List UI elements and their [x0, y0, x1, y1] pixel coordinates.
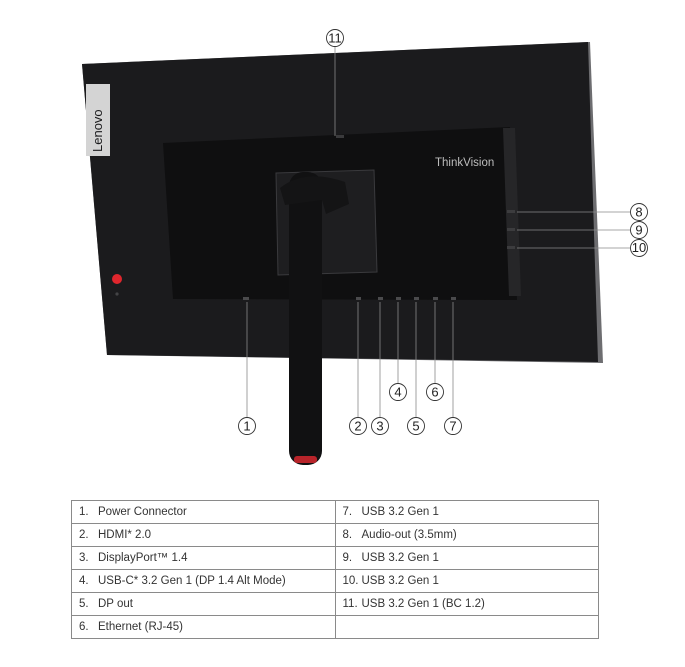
- monitor-rear-diagram: Lenovo ThinkVision: [82, 29, 648, 465]
- port-legend-table: 1.Power Connector 7.USB 3.2 Gen 1 2.HDMI…: [71, 500, 599, 639]
- port-cell-8: 8.Audio-out (3.5mm): [334, 523, 599, 547]
- callout-numbers: 11 1 2 3 4 5 6 7 8 9 10: [243, 31, 646, 434]
- port-label: USB 3.2 Gen 1: [361, 575, 439, 587]
- port-label: DP out: [98, 598, 133, 610]
- table-row: 3.DisplayPort™ 1.4 9.USB 3.2 Gen 1: [71, 546, 599, 570]
- port-label: Ethernet (RJ-45): [98, 621, 184, 633]
- port-cell-2: 2.HDMI* 2.0: [71, 523, 336, 547]
- port-cell-6: 6.Ethernet (RJ-45): [71, 615, 336, 639]
- port-label: Audio-out (3.5mm): [361, 529, 457, 541]
- callout-10: 10: [632, 240, 646, 255]
- port-cell-9: 9.USB 3.2 Gen 1: [334, 546, 599, 570]
- port-label: Power Connector: [98, 506, 187, 518]
- table-row: 5.DP out 11.USB 3.2 Gen 1 (BC 1.2): [71, 592, 599, 616]
- port-cell-11: 11.USB 3.2 Gen 1 (BC 1.2): [334, 592, 599, 616]
- callout-leaders: [246, 46, 630, 417]
- callout-circles: [238, 29, 648, 435]
- callout-2: 2: [354, 419, 361, 434]
- port-cell-10: 10.USB 3.2 Gen 1: [334, 569, 599, 593]
- power-button-icon: [112, 274, 122, 284]
- port-cell-5: 5.DP out: [71, 592, 336, 616]
- callout-3: 3: [376, 419, 383, 434]
- lenovo-logo-text: Lenovo: [90, 109, 105, 152]
- port-cell-4: 4.USB-C* 3.2 Gen 1 (DP 1.4 Alt Mode): [71, 569, 336, 593]
- bottom-ports: [243, 297, 456, 300]
- lenovo-logo: Lenovo: [86, 84, 110, 156]
- table-row: 4.USB-C* 3.2 Gen 1 (DP 1.4 Alt Mode) 10.…: [71, 569, 599, 593]
- side-port-8: [507, 210, 515, 213]
- table-row: 6.Ethernet (RJ-45): [71, 615, 599, 639]
- stand-hinge: [280, 176, 349, 214]
- side-port-10: [507, 246, 515, 249]
- callout-5: 5: [412, 419, 419, 434]
- status-led-icon: [115, 292, 119, 296]
- stand-accent: [294, 456, 317, 463]
- callout-7: 7: [449, 419, 456, 434]
- callout-9: 9: [635, 223, 642, 238]
- callout-4: 4: [394, 385, 401, 400]
- table-row: 1.Power Connector 7.USB 3.2 Gen 1: [71, 500, 599, 524]
- io-port-top: [336, 135, 344, 138]
- port-label: HDMI* 2.0: [98, 529, 152, 541]
- callout-6: 6: [431, 385, 438, 400]
- port-label: USB-C* 3.2 Gen 1 (DP 1.4 Alt Mode): [98, 575, 286, 587]
- port-cell-3: 3.DisplayPort™ 1.4: [71, 546, 336, 570]
- port-label: DisplayPort™ 1.4: [98, 552, 188, 564]
- stand-column: [289, 172, 322, 465]
- port-label: USB 3.2 Gen 1 (BC 1.2): [361, 598, 485, 610]
- port-cell-1: 1.Power Connector: [71, 500, 336, 524]
- thinkvision-logo: ThinkVision: [435, 157, 494, 169]
- port-label: USB 3.2 Gen 1: [361, 552, 439, 564]
- callout-1: 1: [243, 419, 250, 434]
- side-port-9: [507, 228, 515, 231]
- port-cell-empty: [334, 615, 599, 639]
- callout-11: 11: [328, 31, 342, 46]
- port-label: USB 3.2 Gen 1: [361, 506, 439, 518]
- callout-8: 8: [635, 205, 642, 220]
- table-row: 2.HDMI* 2.0 8.Audio-out (3.5mm): [71, 523, 599, 547]
- port-cell-7: 7.USB 3.2 Gen 1: [334, 500, 599, 524]
